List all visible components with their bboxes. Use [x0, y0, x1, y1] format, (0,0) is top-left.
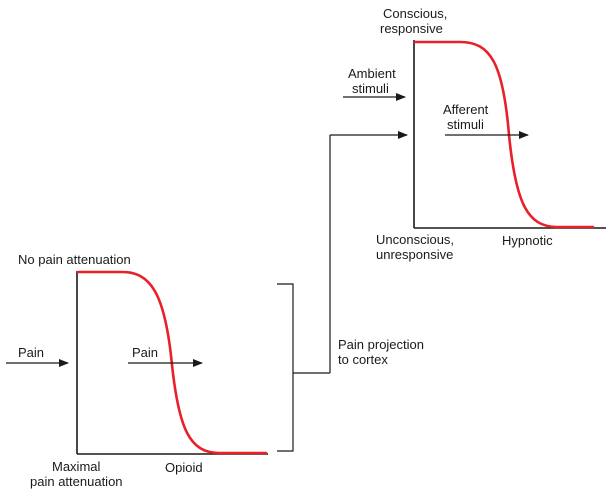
conscious-label: Conscious, [383, 6, 448, 21]
unresponsive-label: unresponsive [376, 247, 454, 262]
lower-response-curve [76, 270, 268, 455]
pain-projection-bracket [277, 283, 294, 452]
ambient-label: Ambient [348, 66, 396, 81]
pain-projection-label: Pain projection [338, 337, 424, 352]
pain-inner-label: Pain [132, 345, 159, 360]
pain-attenuation-label: pain attenuation [30, 474, 123, 489]
hypnotic-axis-label: Hypnotic [502, 233, 553, 248]
pain-input-label: Pain [18, 345, 45, 360]
afferent-stimuli-label: stimuli [447, 117, 484, 132]
stimuli-label: stimuli [352, 81, 389, 96]
unconscious-label: Unconscious, [376, 232, 455, 247]
to-cortex-label: to cortex [338, 352, 388, 367]
opioid-axis-label: Opioid [165, 460, 203, 475]
afferent-label: Afferent [443, 102, 489, 117]
no-pain-attenuation-label: No pain attenuation [18, 252, 131, 267]
maximal-label: Maximal [52, 459, 101, 474]
responsive-label: responsive [380, 21, 443, 36]
